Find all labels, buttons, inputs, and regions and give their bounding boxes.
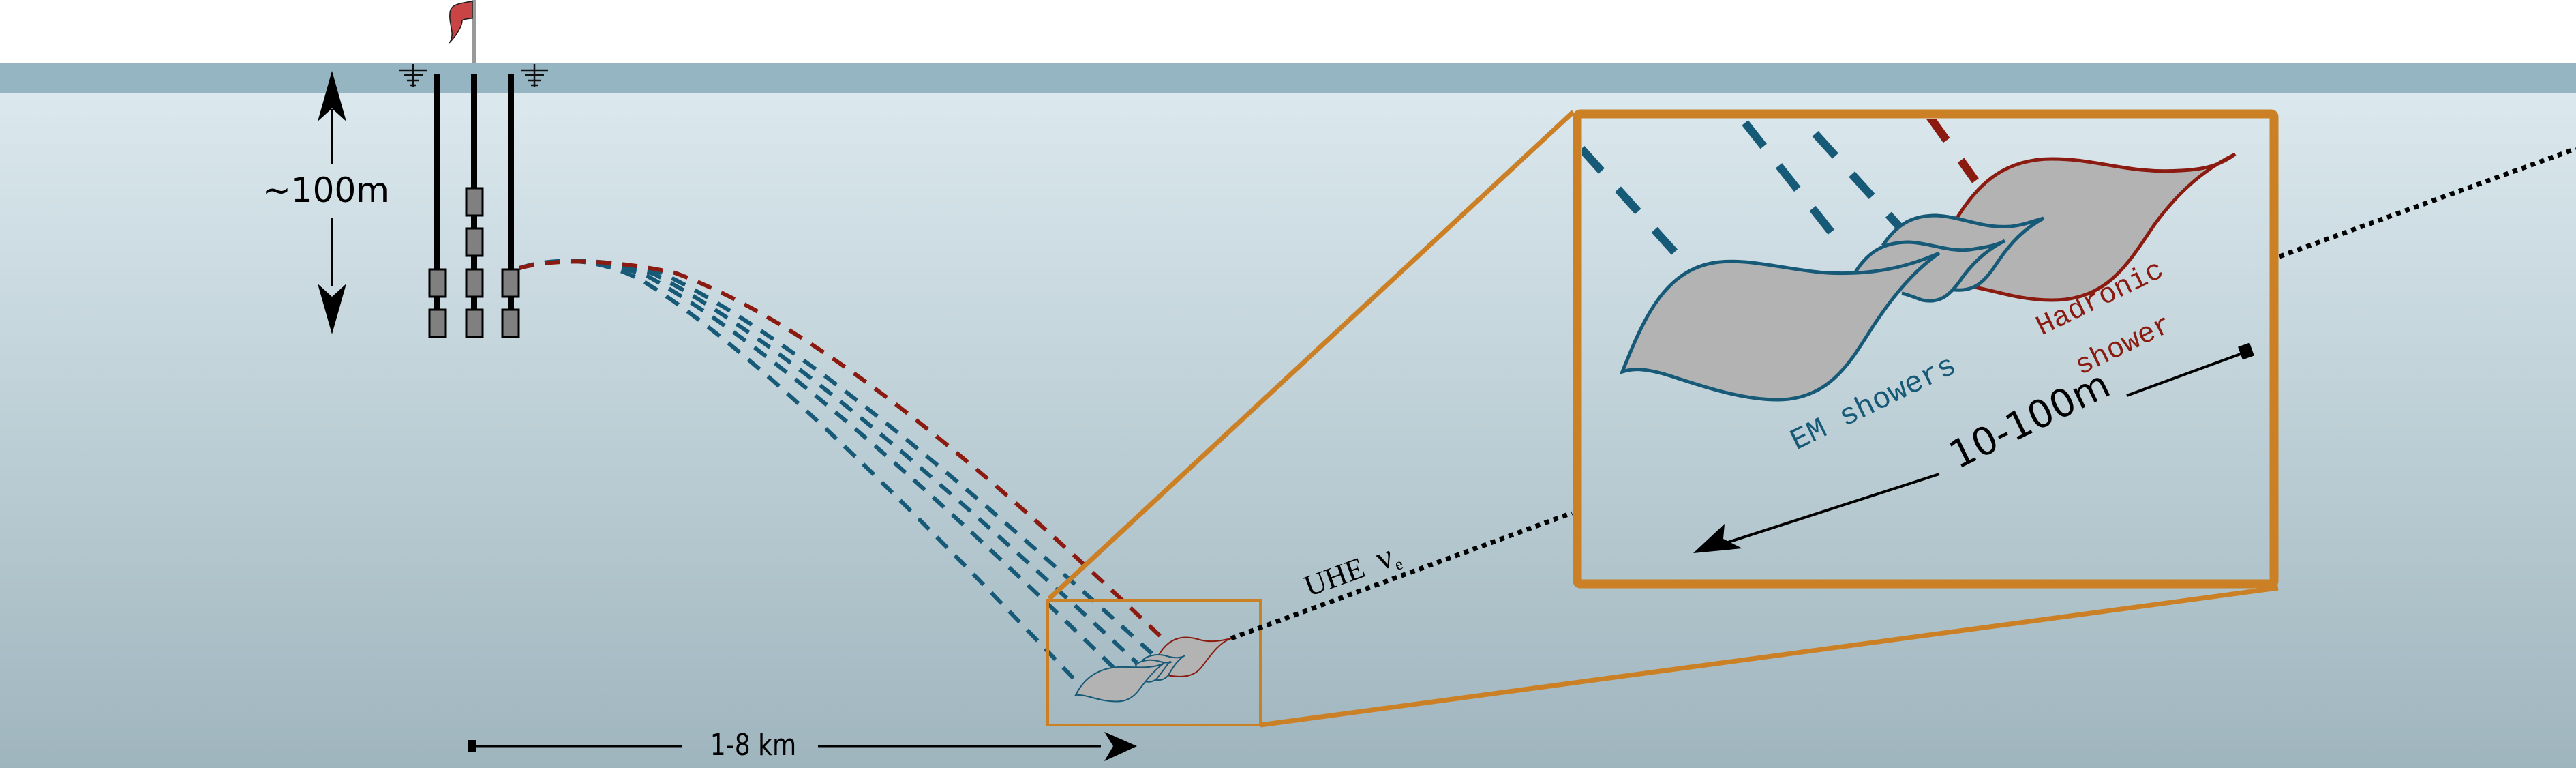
inset-connector-lines — [1047, 110, 2279, 728]
em-ray-4 — [519, 259, 1155, 657]
neutrino-track — [1230, 146, 2576, 641]
inset-em-ray-2 — [1742, 120, 1843, 245]
detector-string-right — [501, 74, 520, 338]
antenna-icon — [465, 268, 484, 298]
small-shower-group — [1074, 636, 1232, 703]
detector-string-center — [465, 74, 484, 338]
interaction-region-box — [1046, 599, 1262, 726]
detector-string-left — [428, 74, 447, 338]
inset-hadronic-ray — [1926, 119, 1979, 183]
flag-icon — [449, 0, 476, 63]
hadronic-ray — [519, 259, 1171, 647]
inset-em-ray-3 — [1812, 130, 1903, 230]
surface-antenna-icon-right — [521, 64, 548, 87]
hadronic-shower-shape — [1952, 152, 2237, 302]
antenna-icon — [428, 308, 447, 338]
radio-ray-paths — [519, 259, 1171, 684]
distance-label: 1-8 km — [710, 728, 796, 763]
em-shower-1 — [1619, 251, 1941, 402]
antenna-icon — [428, 268, 447, 298]
antenna-icon — [465, 187, 484, 217]
sky-background — [0, 0, 2576, 63]
small-em-shower-1 — [1074, 662, 1165, 703]
distance-dimension-arrow: 1-8 km — [468, 728, 1137, 763]
depth-dimension-arrow: ~100m — [262, 71, 389, 334]
inset-em-ray-1 — [1582, 145, 1703, 283]
depth-label: ~100m — [262, 171, 389, 210]
antenna-icon — [465, 308, 484, 338]
surface-antenna-icon-left — [399, 64, 427, 87]
antenna-icon — [465, 227, 484, 257]
antenna-icon — [501, 268, 520, 298]
antenna-icon — [501, 308, 520, 338]
ice-surface-band — [0, 63, 2576, 93]
